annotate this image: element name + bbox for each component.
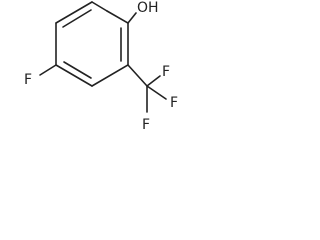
- ring-bond-c3-c4: [91, 64, 129, 87]
- benzene-ring: [55, 1, 129, 87]
- atom-label-f-ring: F: [24, 72, 32, 88]
- ring-bond-c6-c1: [55, 1, 93, 24]
- bond-c-cf3: [127, 64, 148, 87]
- ring-bond-c1-top: [91, 1, 108, 12]
- ring-double-bond-left-top: [62, 9, 92, 28]
- ring-bond-c1-c2: [106, 10, 129, 24]
- bond-c-oh: [127, 12, 137, 24]
- ring-bond-c4-c5: [55, 64, 93, 87]
- structural-formula: OH F F F F: [24, 0, 178, 133]
- atom-label-cf3-f-bottom: F: [142, 117, 150, 133]
- bond-c-f: [39, 64, 57, 76]
- atom-label-cf3-f-right: F: [170, 95, 178, 111]
- ring-double-bond-bottom: [63, 61, 92, 79]
- atom-label-cf3-f-top: F: [162, 64, 170, 80]
- bond-cf3-f-right: [146, 85, 167, 100]
- bond-cf3-f-top: [146, 75, 161, 87]
- atom-label-oh: OH: [137, 0, 159, 16]
